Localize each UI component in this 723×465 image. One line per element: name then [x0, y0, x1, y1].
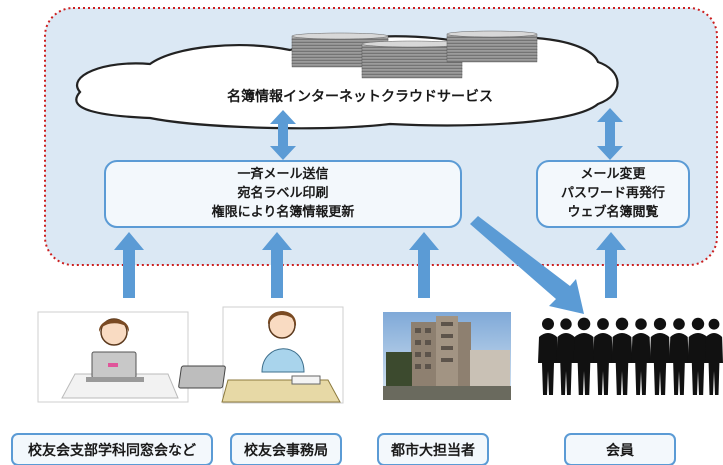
actor-label-office: 校友会事務局	[230, 433, 342, 465]
admin-function-3: 権限により名簿情報更新	[212, 204, 355, 220]
diagonal-arrow-to-members	[470, 216, 584, 314]
person-laptop-icon	[37, 311, 189, 403]
admin-functions-box	[104, 160, 462, 228]
cloud-label: 名簿情報インターネットクラウドサービス	[227, 88, 493, 105]
members-silhouettes-icon	[538, 317, 723, 395]
svg-text:校友会事務局: 校友会事務局	[244, 442, 328, 459]
actor-label-university: 都市大担当者	[377, 433, 489, 465]
admin-function-1: 一斉メール送信	[237, 166, 328, 182]
svg-text:会員: 会員	[606, 442, 634, 459]
member-function-3: ウェブ名簿閲覧	[567, 204, 658, 220]
office-worker-icon	[178, 306, 344, 404]
actor-label-branches: 校友会支部学科同窓会など	[11, 433, 213, 465]
server-stacks-icon	[291, 30, 538, 79]
up-arrow-university	[409, 232, 439, 298]
double-arrow-admin	[270, 110, 296, 160]
university-building-icon	[383, 312, 511, 400]
member-function-1: メール変更	[580, 166, 646, 182]
svg-text:校友会支部学科同窓会など: 校友会支部学科同窓会など	[28, 442, 196, 459]
double-arrow-member	[597, 108, 623, 160]
member-functions-box	[536, 160, 690, 228]
up-arrow-members	[596, 232, 626, 298]
actor-label-members: 会員	[564, 433, 676, 465]
up-arrow-office	[262, 232, 292, 298]
svg-text:都市大担当者: 都市大担当者	[390, 442, 475, 459]
up-arrow-branches	[114, 232, 144, 298]
member-function-2: パスワード再発行	[561, 185, 665, 201]
admin-function-2: 宛名ラベル印刷	[236, 185, 328, 201]
